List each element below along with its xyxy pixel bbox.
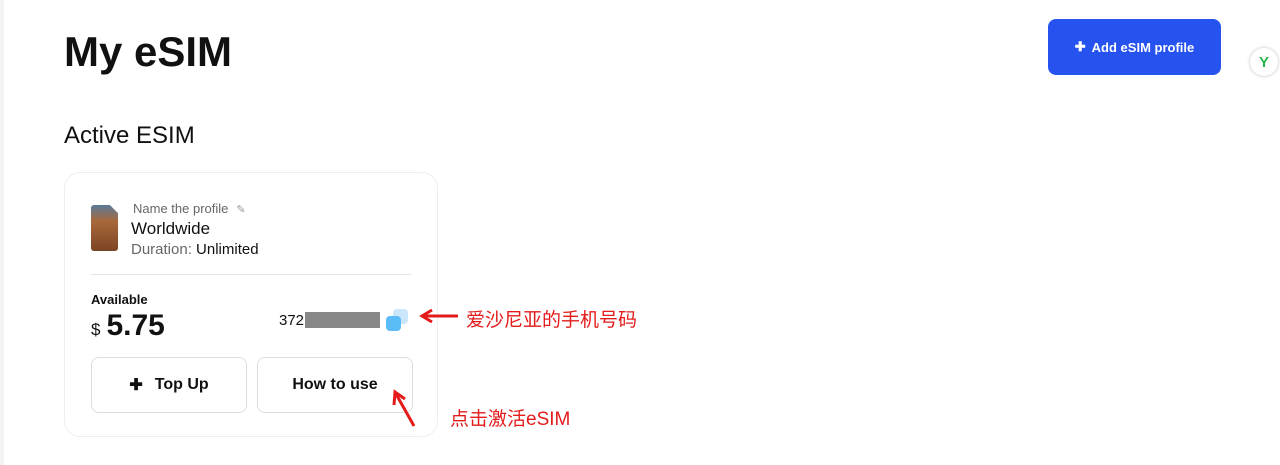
name-profile-link[interactable]: Name the profile✎ — [133, 201, 246, 216]
sim-thumbnail — [91, 205, 118, 251]
esim-card: Name the profile✎ Worldwide Duration: Un… — [64, 172, 438, 437]
duration: Duration: Unlimited — [131, 241, 259, 258]
left-border — [0, 0, 4, 465]
plus-icon: ✚ — [1074, 39, 1086, 54]
balance: $5.75 — [91, 309, 165, 342]
annotation-phone: 爱沙尼亚的手机号码 — [466, 310, 638, 331]
extension-logo-icon[interactable]: Y — [1250, 48, 1278, 76]
phone-number: 372 — [279, 309, 409, 331]
top-up-button[interactable]: ✚Top Up — [91, 357, 247, 413]
redaction — [305, 312, 381, 328]
how-to-use-button[interactable]: How to use — [257, 357, 413, 413]
profile-name: Worldwide — [131, 219, 211, 238]
copy-icon[interactable] — [386, 309, 409, 331]
plus-icon: ✚ — [129, 377, 143, 394]
pencil-icon[interactable]: ✎ — [236, 204, 246, 216]
section-title: Active ESIM — [64, 122, 195, 149]
add-esim-profile-button[interactable]: ✚Add eSIM profile — [1048, 19, 1221, 75]
available-label: Available — [91, 292, 148, 307]
page-title: My eSIM — [64, 28, 233, 75]
annotation-activate: 点击激活eSIM — [450, 409, 571, 430]
divider — [91, 274, 411, 275]
